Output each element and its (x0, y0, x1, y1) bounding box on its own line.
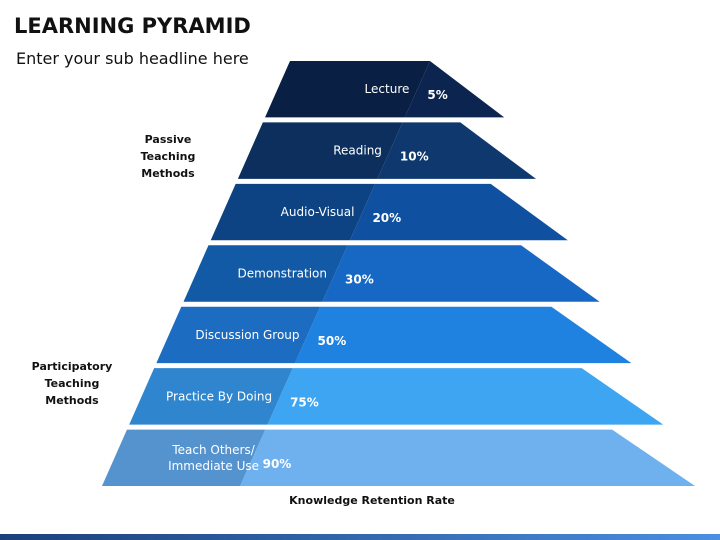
pyramid-level: Practice By Doing 75% (129, 368, 664, 425)
participatory-label-line: Methods (45, 394, 99, 407)
passive-label-line: Passive (144, 133, 192, 146)
pyramid-level: Teach Others/Immediate Use 90% (102, 429, 695, 486)
level-right-face (267, 368, 664, 425)
level-left-face (102, 429, 266, 486)
level-percent: 75% (290, 395, 319, 409)
level-left-face (129, 368, 293, 425)
level-right-face (240, 429, 695, 486)
level-left-face (183, 245, 348, 302)
level-percent: 20% (372, 211, 401, 225)
pyramid-level: Demonstration 30% (183, 245, 600, 302)
level-left-face (156, 306, 321, 364)
level-left-face (265, 61, 430, 118)
page-title: LEARNING PYRAMID (14, 14, 251, 38)
level-label: Teach Others/Immediate Use (168, 443, 259, 473)
participatory-methods-label: Participatory Teaching Methods (26, 358, 118, 409)
passive-label-line: Teaching (140, 150, 196, 163)
pyramid-level: Discussion Group 50% (156, 306, 632, 364)
pyramid-level: Reading 10% (237, 122, 537, 179)
level-percent: 10% (400, 150, 429, 164)
participatory-label-line: Participatory (31, 360, 113, 373)
level-right-face (322, 245, 600, 302)
level-right-face (294, 306, 632, 364)
level-label: Practice By Doing (166, 389, 272, 403)
level-right-face (404, 61, 505, 118)
level-label: Reading (333, 144, 382, 158)
pyramid-level: Audio-Visual 20% (210, 183, 568, 241)
retention-axis-label: Knowledge Retention Rate (289, 494, 455, 507)
passive-methods-label: Passive Teaching Methods (128, 131, 208, 182)
level-percent: 50% (318, 334, 347, 348)
passive-label-line: Methods (141, 167, 195, 180)
level-percent: 90% (263, 457, 292, 471)
level-label: Lecture (365, 82, 410, 96)
level-left-face (210, 183, 376, 241)
level-left-face (237, 122, 403, 179)
level-right-face (377, 122, 537, 179)
participatory-label-line: Teaching (44, 377, 100, 390)
bottom-accent-bar (0, 534, 720, 540)
page-subtitle: Enter your sub headline here (16, 49, 249, 68)
level-right-face (349, 183, 568, 241)
pyramid-level: Lecture 5% (265, 61, 505, 118)
level-label: Audio-Visual (281, 205, 355, 219)
level-label: Demonstration (238, 267, 328, 281)
level-percent: 5% (427, 88, 447, 102)
level-percent: 30% (345, 273, 374, 287)
level-label: Discussion Group (195, 328, 299, 342)
